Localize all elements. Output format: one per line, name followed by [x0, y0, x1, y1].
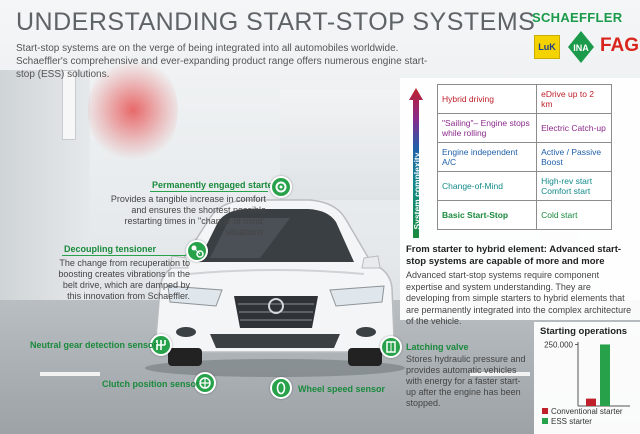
axis-label-system-complexity: System complexity	[412, 152, 422, 230]
clutch-icon	[194, 372, 216, 394]
complexity-cell: High-rev start Comfort start	[536, 171, 612, 201]
road-marking	[470, 372, 530, 376]
chart-bar	[586, 398, 596, 406]
leader-line	[62, 255, 186, 256]
valve-icon	[380, 336, 402, 358]
complexity-cell: Cold start	[536, 200, 612, 230]
complexity-cell: "Sailing"– Engine stops while rolling	[436, 113, 538, 143]
complexity-cell: Hybrid driving	[436, 84, 538, 114]
callout-neutral-title: Neutral gear detection sensor	[30, 340, 158, 350]
callout-latching-title: Latching valve	[406, 342, 469, 352]
luk-logo: LuK	[534, 35, 560, 59]
page-title: UNDERSTANDING START-STOP SYSTEMS	[16, 8, 536, 36]
chart-legend-swatch	[542, 418, 548, 424]
building-center	[280, 90, 400, 200]
complexity-arrow	[409, 88, 423, 238]
ina-logo: INA	[568, 31, 594, 63]
chart-title: Starting operations	[540, 326, 628, 337]
complexity-cell: Electric Catch-up	[536, 113, 612, 143]
red-light-glow	[88, 55, 178, 165]
callout-tensioner-title: Decoupling tensioner	[64, 244, 157, 254]
brand-logos: LuK INA FAG	[534, 30, 639, 64]
gear-icon	[270, 176, 292, 198]
complexity-cell: Active / Passive Boost	[536, 142, 612, 172]
callout-starter-text: Provides a tangible increase in comfort …	[110, 194, 266, 237]
schaeffler-logo: SCHAEFFLER	[532, 10, 623, 25]
chart-bar	[600, 344, 610, 406]
callout-wheel-title: Wheel speed sensor	[298, 384, 386, 394]
complexity-body-text: Advanced start-stop systems require comp…	[406, 270, 632, 326]
road-marking	[40, 372, 100, 376]
complexity-cell: Change-of-Mind	[436, 171, 538, 201]
callout-starter-title: Permanently engaged starter	[152, 180, 277, 190]
chart-y-tick-label: 250.000	[544, 340, 573, 349]
complexity-cell: Basic Start-Stop	[436, 200, 538, 230]
chart-legend-label: Conventional starter	[551, 407, 623, 416]
complexity-subheading: From starter to hybrid element: Advanced…	[406, 244, 622, 267]
pulley-icon	[186, 240, 208, 262]
chart-legend-swatch	[542, 408, 548, 414]
gearshift-icon	[150, 334, 172, 356]
wheel-icon	[270, 377, 292, 399]
complexity-cell: eDrive up to 2 km	[536, 84, 612, 114]
intro-text: Start-stop systems are on the verge of b…	[16, 43, 428, 80]
callout-clutch-title: Clutch position sensor	[102, 379, 200, 389]
ina-logo-text: INA	[573, 43, 589, 53]
fag-logo: FAG	[600, 35, 640, 56]
chart-legend-label: ESS starter	[551, 417, 592, 426]
callout-tensioner-text: The change from recuperation to boosting…	[58, 258, 190, 301]
leader-line	[150, 191, 268, 192]
traffic-light	[62, 70, 76, 140]
callout-latching-text: Stores hydraulic pressure and provides a…	[406, 354, 526, 408]
complexity-cell: Engine independent A/C	[436, 142, 538, 172]
